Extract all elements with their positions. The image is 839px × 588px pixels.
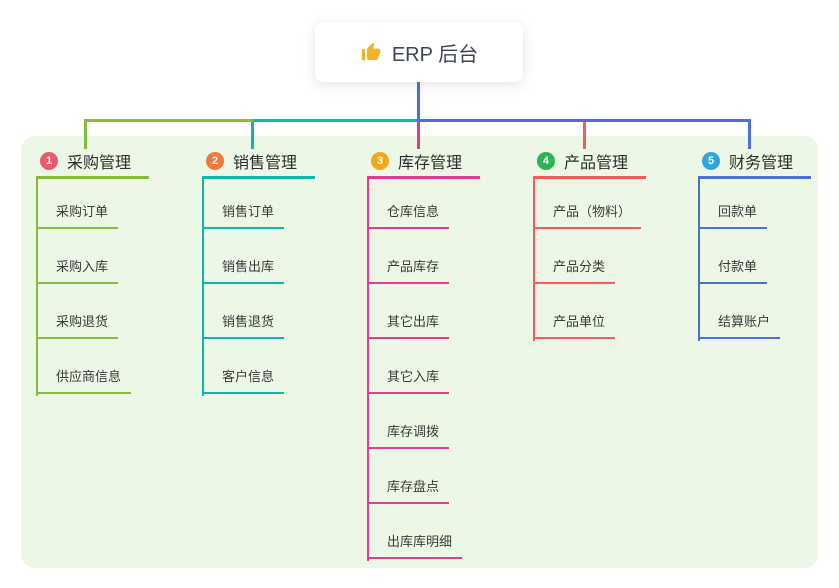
branch-badge: 4 — [537, 152, 555, 170]
branch-badge: 5 — [702, 152, 720, 170]
child-node[interactable]: 客户信息 — [202, 362, 285, 394]
branch-drop-line-5 — [748, 122, 751, 149]
child-node[interactable]: 其它出库 — [367, 307, 450, 339]
child-node[interactable]: 供应商信息 — [36, 362, 132, 394]
branches-panel — [21, 136, 818, 568]
branch-node-finance[interactable]: 5 财务管理 — [698, 146, 811, 179]
branch-child-connector-3 — [367, 179, 369, 561]
branch-child-connector-2 — [202, 179, 204, 396]
child-node[interactable]: 出库库明细 — [367, 527, 463, 559]
connector-bus-right — [417, 119, 751, 122]
branch-title-label: 采购管理 — [67, 155, 132, 172]
thumbs-up-icon — [360, 41, 382, 63]
child-node[interactable]: 结算账户 — [698, 307, 781, 339]
child-node[interactable]: 采购退货 — [36, 307, 119, 339]
root-connector-line — [417, 82, 420, 119]
root-node-label: ERP 后台 — [391, 43, 479, 66]
branch-badge: 1 — [40, 152, 58, 170]
branch-drop-line-1 — [84, 122, 87, 149]
child-node[interactable]: 产品分类 — [533, 252, 616, 284]
child-node[interactable]: 销售订单 — [202, 197, 285, 229]
branch-title-label: 销售管理 — [233, 155, 298, 172]
branch-node-sales[interactable]: 2 销售管理 — [202, 146, 315, 179]
branch-child-connector-5 — [698, 179, 700, 341]
child-node[interactable]: 采购订单 — [36, 197, 119, 229]
branch-title-label: 产品管理 — [564, 155, 629, 172]
branch-node-purchase[interactable]: 1 采购管理 — [36, 146, 149, 179]
connector-bus-left — [84, 119, 253, 122]
child-node[interactable]: 产品（物料） — [533, 197, 642, 229]
branch-drop-line-2 — [251, 122, 254, 149]
branch-child-connector-1 — [36, 179, 38, 396]
child-node[interactable]: 仓库信息 — [367, 197, 450, 229]
child-node[interactable]: 销售退货 — [202, 307, 285, 339]
child-node[interactable]: 产品库存 — [367, 252, 450, 284]
connector-bus-mid — [253, 119, 417, 122]
child-node[interactable]: 回款单 — [698, 197, 768, 229]
branch-title-label: 财务管理 — [729, 155, 794, 172]
child-node[interactable]: 采购入库 — [36, 252, 119, 284]
root-node[interactable]: ERP 后台 — [315, 22, 523, 82]
child-node[interactable]: 其它入库 — [367, 362, 450, 394]
branch-child-connector-4 — [533, 179, 535, 341]
branch-drop-line-3 — [417, 122, 420, 149]
branch-drop-line-4 — [583, 122, 586, 149]
branch-title-label: 库存管理 — [398, 155, 463, 172]
branch-badge: 2 — [206, 152, 224, 170]
child-node[interactable]: 库存调拨 — [367, 417, 450, 449]
branch-node-inventory[interactable]: 3 库存管理 — [367, 146, 480, 179]
child-node[interactable]: 产品单位 — [533, 307, 616, 339]
branch-badge: 3 — [371, 152, 389, 170]
child-node[interactable]: 付款单 — [698, 252, 768, 284]
branch-node-product[interactable]: 4 产品管理 — [533, 146, 646, 179]
child-node[interactable]: 库存盘点 — [367, 472, 450, 504]
child-node[interactable]: 销售出库 — [202, 252, 285, 284]
